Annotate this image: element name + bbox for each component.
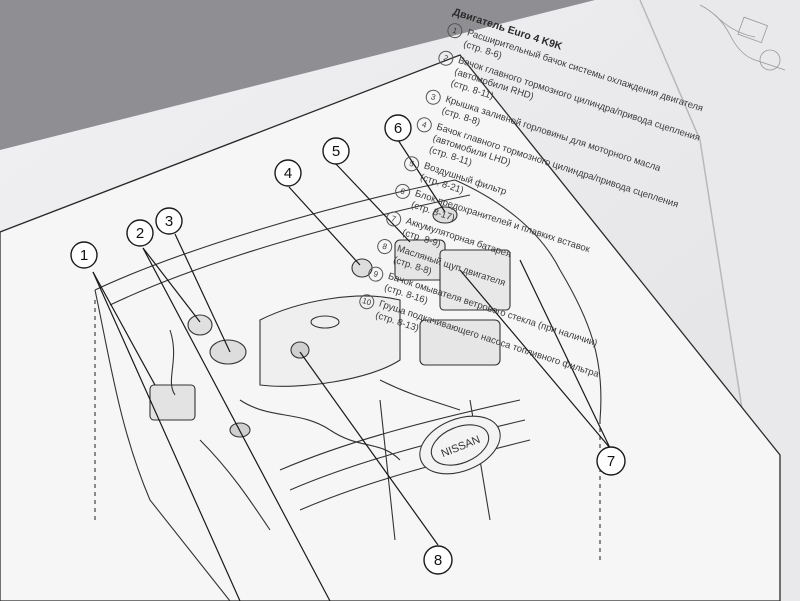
callout-4: 4 bbox=[274, 159, 302, 187]
leader-lines bbox=[92, 139, 611, 601]
svg-text:8: 8 bbox=[434, 552, 442, 569]
callout-2: 2 bbox=[126, 219, 154, 247]
legend-item-number: 2 bbox=[436, 48, 456, 68]
svg-text:5: 5 bbox=[332, 143, 340, 160]
legend-item-number: 4 bbox=[414, 115, 434, 135]
legend-item-number: 3 bbox=[423, 87, 443, 107]
svg-text:3: 3 bbox=[165, 213, 173, 230]
svg-text:1: 1 bbox=[80, 247, 88, 264]
legend-item-number: 9 bbox=[366, 264, 386, 284]
callout-7: 7 bbox=[596, 446, 626, 476]
svg-text:7: 7 bbox=[607, 453, 615, 470]
svg-text:6: 6 bbox=[394, 120, 402, 137]
callout-8: 8 bbox=[423, 545, 453, 575]
legend-item-number: 10 bbox=[357, 292, 377, 312]
svg-text:2: 2 bbox=[136, 225, 144, 242]
legend-item-number: 6 bbox=[393, 181, 413, 201]
legend-item-number: 1 bbox=[445, 21, 465, 41]
callout-1: 1 bbox=[70, 241, 98, 269]
callout-3: 3 bbox=[155, 207, 183, 235]
svg-text:4: 4 bbox=[284, 165, 292, 182]
legend-item-number: 7 bbox=[384, 209, 404, 229]
callout-6: 6 bbox=[384, 114, 412, 142]
legend-item-number: 8 bbox=[375, 237, 395, 257]
engine-bay-drawing bbox=[94, 179, 602, 601]
callout-5: 5 bbox=[322, 137, 350, 165]
legend-item-number: 5 bbox=[402, 154, 422, 174]
